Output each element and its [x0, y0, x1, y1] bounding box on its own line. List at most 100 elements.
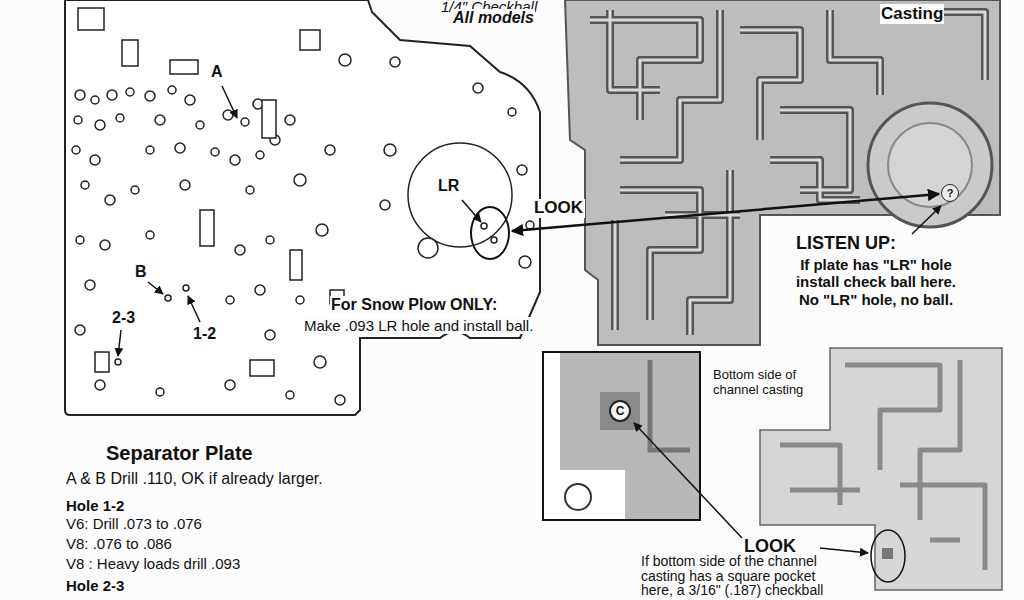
- separator-plate: [155, 115, 165, 125]
- separator-plate: [75, 90, 85, 100]
- note-heading: LISTEN UP:: [795, 233, 897, 254]
- leader-line: [820, 548, 868, 553]
- separator-plate: [316, 224, 328, 236]
- channel-casting: [620, 190, 700, 320]
- separator-plate: [339, 54, 351, 66]
- channel-casting-bottom: [790, 488, 860, 493]
- separator-plate: [126, 88, 134, 96]
- view-caption: Bottom side of channel casting: [712, 368, 824, 398]
- separator-plate: [241, 118, 249, 126]
- leader-line: [188, 296, 200, 322]
- inset-view: [543, 352, 700, 520]
- separator-plate: [325, 145, 335, 155]
- inset-view: [560, 353, 699, 519]
- channel-casting: [690, 170, 730, 335]
- separator-plate: [266, 236, 274, 244]
- channel-casting: [740, 30, 800, 140]
- channel-casting: [611, 220, 619, 330]
- arrow-connector: [512, 194, 939, 231]
- separator-plate: [526, 221, 534, 229]
- channel-casting-bottom: [882, 548, 893, 559]
- instruction-text: V8 : Heavy loads drill .093: [65, 555, 241, 572]
- separator-plate: [122, 40, 138, 66]
- separator-plate: [230, 155, 240, 165]
- separator-plate: [180, 180, 190, 190]
- separator-plate: [183, 285, 189, 291]
- separator-plate: [256, 151, 264, 159]
- separator-plate: [91, 96, 99, 104]
- channel-casting: [590, 10, 985, 335]
- channel-casting: [610, 10, 660, 90]
- node-label: C: [616, 405, 625, 417]
- separator-plate: [72, 146, 80, 154]
- separator-plate: [116, 114, 124, 122]
- channel-casting-bottom: [871, 530, 905, 582]
- separator-plate: [255, 285, 265, 295]
- separator-plate: [418, 238, 438, 258]
- inset-view: [650, 360, 690, 450]
- separator-plate: [196, 121, 204, 129]
- channel-casting: [868, 103, 992, 227]
- separator-plate: [146, 146, 154, 154]
- instruction-text: V8: .076 to .086: [65, 535, 173, 552]
- channel-casting: [620, 10, 720, 160]
- node-label: LR: [438, 178, 459, 194]
- note-text: If bottom side of the channel casting ha…: [640, 554, 837, 598]
- separator-plate: [473, 83, 483, 93]
- separator-plate: [107, 90, 117, 100]
- separator-plate: [65, 0, 540, 415]
- separator-plate: [408, 143, 512, 247]
- channel-casting: [830, 10, 880, 95]
- leader-line: [118, 86, 481, 356]
- inset-view: [600, 392, 640, 430]
- leader-line: [912, 206, 941, 234]
- separator-plate: [156, 388, 164, 396]
- separator-plate: [519, 256, 531, 268]
- separator-plate: [185, 95, 195, 105]
- callout-number: 2-3: [111, 309, 136, 327]
- separator-plate: [285, 115, 295, 125]
- separator-plate: [175, 143, 185, 153]
- leader-line: [912, 206, 941, 234]
- inset-view: [565, 484, 591, 510]
- separator-plate: [81, 181, 89, 189]
- separator-plate: [290, 250, 302, 280]
- channel-casting-bottom: [780, 445, 840, 505]
- separator-plate: [168, 86, 176, 94]
- separator-plate: [95, 380, 105, 390]
- channel-casting-bottom: [845, 365, 940, 470]
- channel-casting: [830, 10, 880, 95]
- channel-casting: [614, 220, 617, 330]
- channel-casting: [610, 10, 660, 90]
- separator-plate: [265, 330, 275, 340]
- separator-plate: [481, 223, 487, 229]
- separator-plate: [491, 237, 497, 243]
- checkball-marker: C: [609, 400, 631, 422]
- leader-line: [634, 423, 742, 538]
- inset-view: [543, 352, 700, 520]
- separator-plate: [78, 8, 104, 30]
- part-name: Casting: [880, 4, 944, 24]
- separator-plate: [90, 155, 100, 165]
- separator-plate: [85, 280, 95, 290]
- separator-plate: [262, 100, 276, 138]
- channel-casting: [590, 20, 700, 120]
- channel-casting: [565, 0, 1000, 345]
- separator-plate: [250, 360, 274, 376]
- separator-plate: [380, 200, 390, 210]
- separator-plate: [225, 380, 235, 390]
- instruction-heading: Hole 2-3: [65, 577, 125, 594]
- separator-plate: [145, 91, 155, 101]
- separator-plate: [105, 195, 115, 205]
- separator-plate: [170, 60, 198, 74]
- instruction-text: V6: Drill .073 to .076: [65, 515, 203, 532]
- separator-plate: [75, 325, 85, 335]
- separator-plate: [286, 391, 294, 399]
- channel-casting: [590, 10, 985, 335]
- leader-line: [118, 330, 121, 356]
- separator-plate: [384, 144, 396, 156]
- leader-line: [148, 282, 163, 294]
- section-heading: Separator Plate: [105, 442, 254, 465]
- note-text: Make .093 LR hole and install ball.: [303, 317, 534, 334]
